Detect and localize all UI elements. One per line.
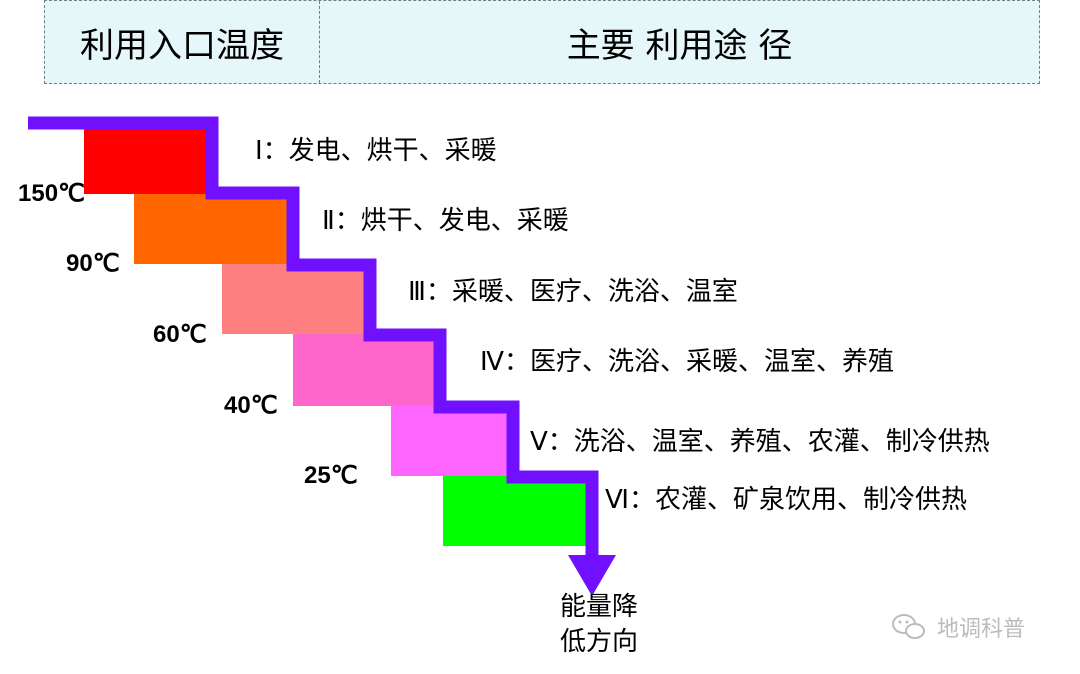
stage-5-block	[391, 406, 513, 476]
stage-3-block	[222, 264, 370, 334]
temperature-label-40: 40℃	[224, 392, 278, 419]
stage-1-block	[84, 122, 212, 194]
stage-2-block	[134, 194, 292, 264]
header-main-usage: 主要 利用途 径	[566, 25, 793, 66]
stage-5-usage-label: Ⅴ：洗浴、温室、养殖、农灌、制冷供热	[530, 427, 990, 457]
stage-3-usage-label: Ⅲ：采暖、医疗、洗浴、温室	[408, 277, 738, 307]
stage-6-usage-label: Ⅵ：农灌、矿泉饮用、制冷供热	[605, 485, 967, 515]
temperature-label-90: 90℃	[66, 250, 120, 277]
energy-direction-line1: 能量降	[560, 592, 638, 622]
stage-6-block	[443, 476, 586, 546]
header-inlet-temperature: 利用入口温度	[45, 1, 320, 83]
table-header: 利用入口温度 主要 利用途 径	[44, 0, 1040, 84]
stage-2-usage-label: Ⅱ：烘干、发电、采暖	[322, 206, 569, 236]
wechat-icon	[892, 614, 925, 639]
temperature-label-25: 25℃	[304, 462, 358, 489]
temperature-label-60: 60℃	[153, 321, 207, 348]
stage-4-usage-label: Ⅳ：医疗、洗浴、采暖、温室、养殖	[480, 347, 894, 377]
watermark-text: 地调科普	[937, 617, 1025, 642]
energy-arrowhead	[568, 555, 616, 596]
energy-direction-line2: 低方向	[560, 627, 638, 657]
temperature-label-150: 150℃	[18, 180, 85, 207]
stage-1-usage-label: Ⅰ：发电、烘干、采暖	[255, 136, 497, 166]
stage-4-block	[293, 334, 440, 406]
energy-cascade-line	[28, 116, 599, 560]
